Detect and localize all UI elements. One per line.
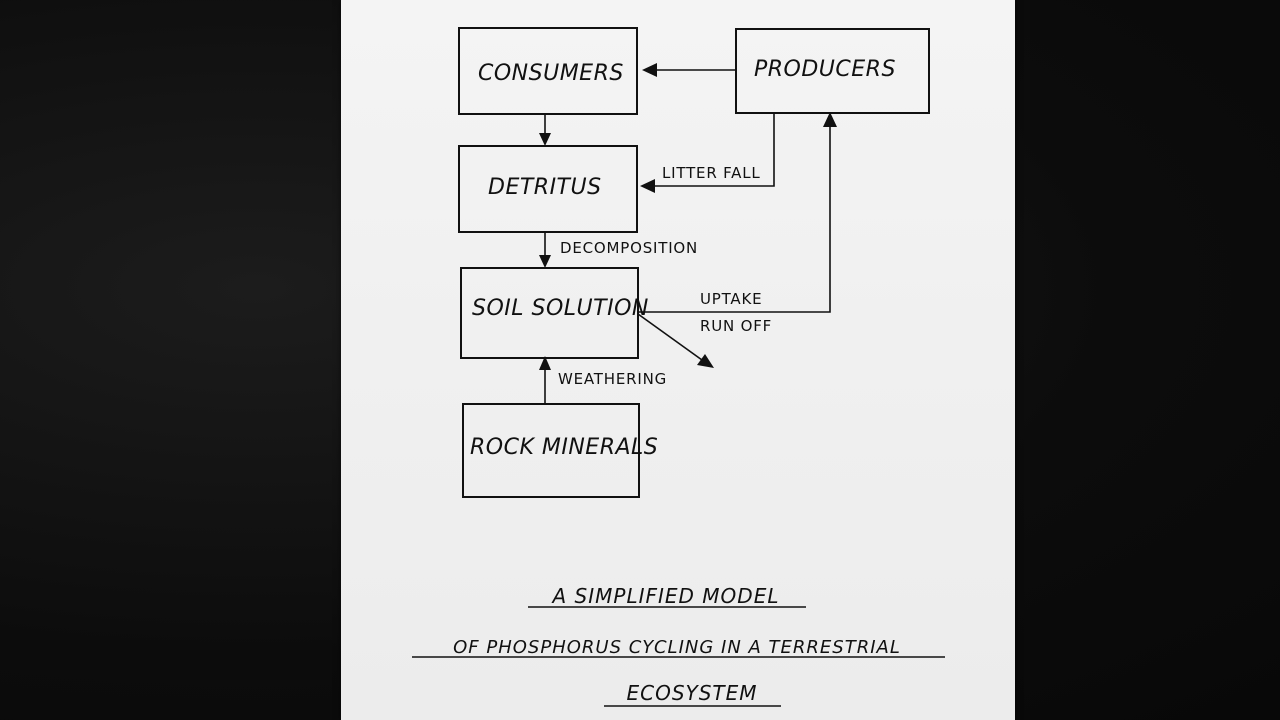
caption-line-2: OF PHOSPHORUS CYCLING IN A TERRESTRIAL <box>453 637 901 658</box>
uptake-label: UPTAKE <box>700 290 762 308</box>
decomposition-label: DECOMPOSITION <box>560 239 698 257</box>
soil-solution-box <box>460 267 639 359</box>
edge-run-off <box>637 313 714 368</box>
producers-box <box>735 28 930 114</box>
weathering-label: WEATHERING <box>558 370 667 388</box>
litter-fall-label: LITTER FALL <box>662 164 761 182</box>
rock-minerals-box <box>462 403 640 498</box>
edge-decomposition <box>539 232 551 268</box>
edge-weathering <box>539 356 551 404</box>
detritus-label: DETRITUS <box>488 175 602 200</box>
paper-sheet <box>341 0 1015 720</box>
caption-line-1: A SIMPLIFIED MODEL <box>551 584 780 608</box>
consumers-box <box>458 27 638 115</box>
consumers-label: CONSUMERS <box>478 61 624 86</box>
soil-solution-label: SOIL SOLUTION <box>472 296 649 321</box>
producers-label: PRODUCERS <box>754 57 896 82</box>
caption-line-3: ECOSYSTEM <box>626 681 757 705</box>
detritus-box <box>458 145 638 233</box>
edge-producers-to-consumers <box>642 63 736 77</box>
run-off-label: RUN OFF <box>700 317 772 335</box>
edge-consumers-to-detritus <box>539 114 551 146</box>
edge-uptake <box>638 112 837 313</box>
rock-minerals-label: ROCK MINERALS <box>470 435 658 460</box>
edge-litter-fall <box>640 113 775 193</box>
